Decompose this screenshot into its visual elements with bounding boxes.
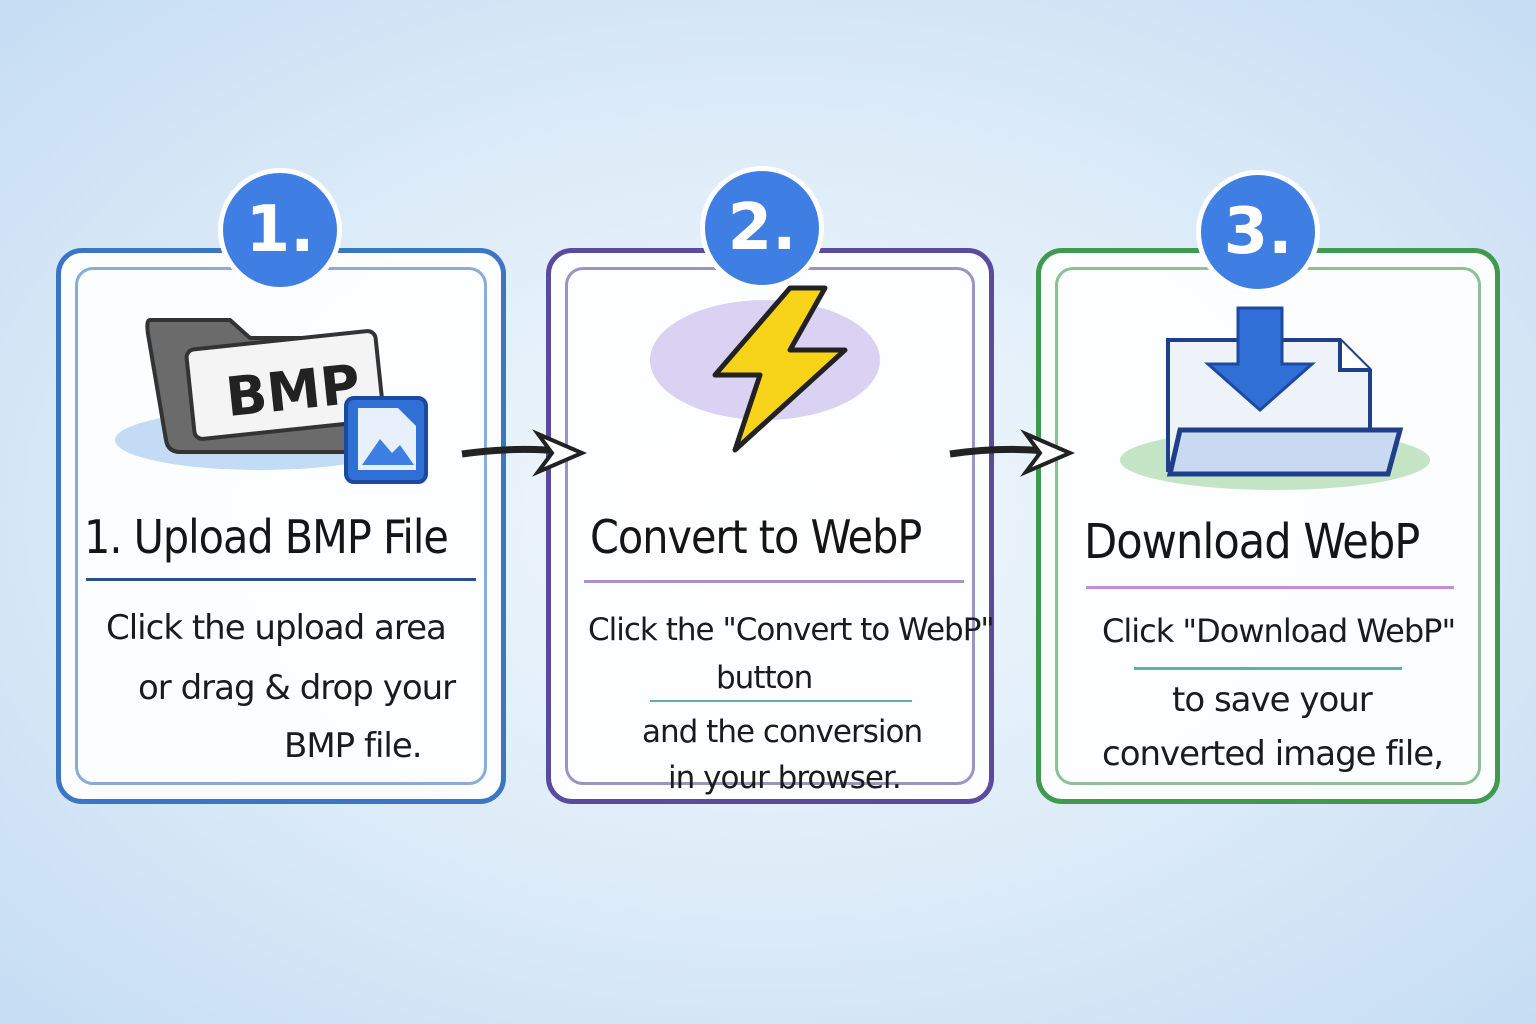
step-badge-1: 1. [218, 168, 342, 292]
folder-icon: BMP [115, 318, 428, 484]
text-divider [1134, 667, 1402, 670]
step-title: Download WebP [1084, 514, 1420, 570]
title-underline [584, 580, 964, 583]
step-text-line: Click the upload area [106, 608, 447, 648]
step-badge-3: 3. [1196, 170, 1320, 294]
step-badge-2: 2. [700, 166, 824, 290]
step-text-line: and the conversion [642, 714, 923, 750]
step-text-line: Click "Download WebP" [1102, 612, 1456, 650]
lightning-icon [650, 285, 880, 453]
step-text-line: BMP file. [284, 726, 423, 766]
step-text-line: or drag & drop your [138, 668, 456, 708]
step-text-line: converted image file, [1102, 734, 1444, 774]
step-text-line: to save your [1172, 680, 1373, 720]
step-title: 1. Upload BMP File [84, 510, 449, 564]
step-title: Convert to WebP [590, 510, 922, 564]
arrow-right-icon [949, 429, 1076, 477]
step-text-line: button [716, 660, 813, 696]
title-underline [1086, 586, 1454, 589]
step-text-line: in your browser. [668, 760, 902, 796]
arrow-right-icon [461, 429, 588, 477]
download-icon [1120, 306, 1430, 490]
text-divider [650, 700, 912, 702]
step-text-line: Click the "Convert to WebP" [588, 612, 995, 648]
bmp-label: BMP [223, 352, 363, 429]
title-underline [86, 578, 476, 581]
